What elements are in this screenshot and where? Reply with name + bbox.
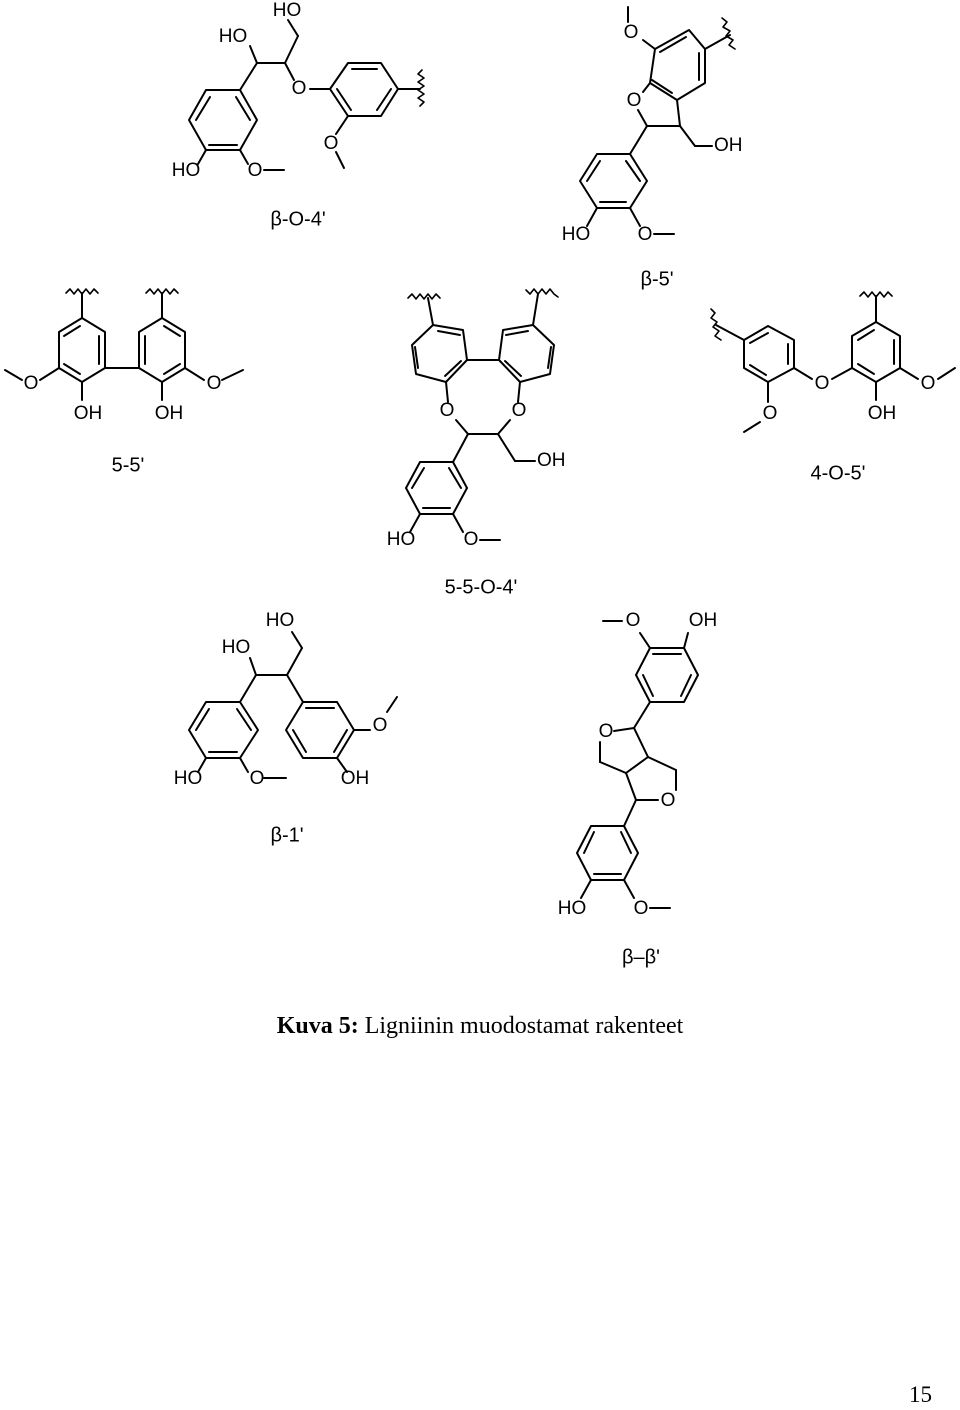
atom-label: O [373, 715, 388, 736]
structure-b-o-4: HO HO O O HO O β-O-4' [172, 0, 425, 230]
atom-label: OH [537, 450, 566, 471]
atom-label: HO [219, 26, 248, 47]
atom-label: O [512, 400, 527, 421]
atom-label: HO [562, 224, 591, 245]
page-number: 15 [909, 1382, 932, 1407]
atom-label: O [324, 133, 339, 154]
atom-label: HO [172, 160, 201, 181]
structure-4-o-5: O O OH O 4-O-5' [710, 291, 956, 484]
structure-b-b: O OH O O HO O β–β' [558, 610, 718, 968]
atom-label: O [464, 529, 479, 550]
atom-label: HO [387, 529, 416, 550]
structure-label: 5-5-O-4' [445, 576, 518, 598]
atom-label: HO [558, 898, 587, 919]
atom-label: OH [714, 135, 743, 156]
structure-5-5-o-4: O O OH HO O 5-5-O-4' [387, 288, 566, 598]
caption-number: Kuva 5: [276, 1013, 359, 1039]
atom-label: O [24, 373, 39, 394]
atom-label: O [440, 400, 455, 421]
atom-label: OH [341, 768, 370, 789]
structure-label: β–β' [622, 946, 660, 968]
atom-label: O [634, 898, 649, 919]
structure-label: 4-O-5' [811, 462, 866, 484]
atom-label: O [207, 373, 222, 394]
atom-label: O [815, 373, 830, 394]
structure-b-1: HO HO O HO O OH β-1' [174, 610, 398, 846]
structure-label: β-5' [640, 268, 673, 290]
atom-label: HO [273, 0, 302, 21]
atom-label: O [627, 90, 642, 111]
atom-label: O [661, 790, 676, 811]
structure-b-5: O O OH HO O β-5' [562, 6, 743, 290]
atom-label: O [626, 610, 641, 631]
atom-label: OH [155, 403, 184, 424]
structure-label: β-1' [270, 824, 303, 846]
structure-label: β-O-4' [270, 208, 325, 230]
structure-5-5: O OH OH O 5-5' [4, 288, 244, 476]
atom-label: OH [868, 403, 897, 424]
atom-label: O [292, 78, 307, 99]
caption-text: Ligniinin muodostamat rakenteet [358, 1013, 684, 1039]
atom-label: O [921, 373, 936, 394]
atom-label: HO [174, 768, 203, 789]
atom-label: O [250, 768, 265, 789]
atom-label: O [624, 22, 639, 43]
atom-label: O [638, 224, 653, 245]
atom-label: O [763, 403, 778, 424]
atom-label: HO [222, 637, 251, 658]
atom-label: OH [74, 403, 103, 424]
atom-label: OH [689, 610, 718, 631]
atom-label: O [599, 721, 614, 742]
atom-label: HO [266, 610, 295, 631]
structure-label: 5-5' [112, 454, 145, 476]
figure-caption: Kuva 5: Ligniinin muodostamat rakenteet [0, 1013, 960, 1040]
atom-label: O [248, 160, 263, 181]
lignin-structures-figure: HO HO O O HO O β-O-4' [4, 0, 956, 968]
